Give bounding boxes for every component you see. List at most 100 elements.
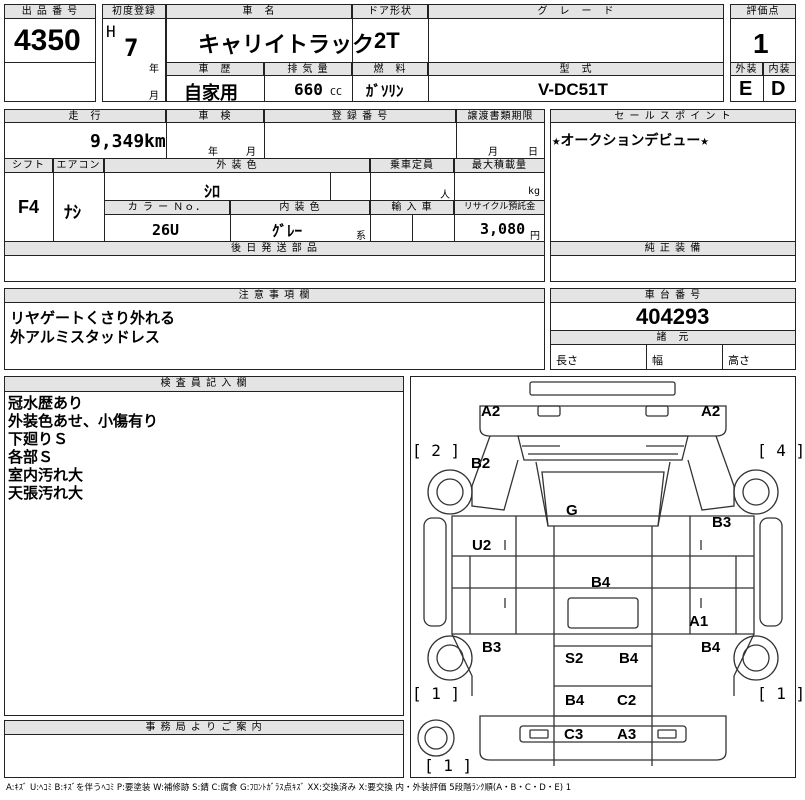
sales-point: ★オークションデビュー★ [552,133,709,149]
inspector-line-1: 冠水歴あり [8,394,84,412]
bracket-1-left: [ 1 ] [412,684,461,703]
mileage-unit: km [144,131,166,152]
chassis-number: 404293 [636,304,710,329]
model-label: 型 式 [428,62,724,76]
spec-box [4,109,545,282]
mark-c3: C3 [564,726,584,743]
mark-b4-mid: B4 [591,574,611,591]
inspector-box [4,376,404,716]
lot-number: 4350 [14,24,81,57]
caution-label: 注 意 事 項 欄 [4,288,545,303]
recycle-label: リサイクル預託金 [454,200,545,215]
interior-color-label: 内 装 色 [230,200,370,215]
bracket-1-right: [ 1 ] [757,684,805,703]
door-label: ドア形状 [352,4,428,19]
year-unit: 年 [149,64,159,75]
mark-c2: C2 [617,692,637,709]
reg-year: 7 [124,34,139,62]
inspection-month: 月 [246,147,256,158]
transfer-day: 日 [528,147,538,158]
office-label: 事 務 局 よ り ご 案 内 [4,720,404,735]
transfer-label: 譲渡書類期限 [456,109,545,123]
history-label: 車 歴 [166,62,264,76]
exterior-color: ｼﾛ [204,182,221,201]
mark-b4-center: B4 [619,650,639,667]
lot-number-label: 出 品 番 号 [4,4,96,19]
length-label: 長さ [556,354,578,367]
bracket-1-bottom: [ 1 ] [424,756,473,775]
score: 1 [753,28,769,59]
inspector-line-4: 各部Ｓ [8,448,54,466]
color-label: 外 装 色 [104,158,370,173]
spec-label: 諸 元 [550,330,796,345]
sales-point-label: セ ー ル ス ポ イ ン ト [550,109,796,123]
damage-diagram [410,376,796,778]
first-reg-label: 初度登録 [102,4,166,19]
mark-u2: U2 [472,537,492,554]
inspector-label: 検 査 員 記 入 欄 [4,376,404,392]
ac: ﾅｼ [64,203,81,223]
mark-a3: A3 [617,726,637,743]
mileage-label: 走 行 [4,109,166,123]
mark-g: G [566,502,578,519]
height-label: 高さ [728,354,750,367]
inspector-line-6: 天張汚れ大 [8,484,84,502]
mark-b4-right: B4 [701,639,721,656]
car-name-label: 車 名 [166,4,352,19]
bracket-2: [ 2 ] [412,441,461,460]
era: H [106,22,116,41]
load-unit: kg [528,186,541,197]
recycle-fee: 3,080 [480,220,526,238]
capacity-unit: 人 [440,190,450,201]
vehicle-outline [417,381,783,766]
history: 自家用 [184,83,238,104]
lot-number-box [4,4,96,102]
inspector-line-5: 室内汚れ大 [8,466,84,484]
load-label: 最大積載量 [454,158,545,173]
mark-a2-right: A2 [701,403,721,420]
interior-color-unit: 系 [356,231,366,242]
bracket-4: [ 4 ] [757,441,805,460]
import-label: 輸 入 車 [370,200,454,215]
car-name: キャリイトラック [198,33,375,58]
first-reg-box [102,4,166,102]
model: V-DC51T [538,80,608,99]
chassis-label: 車 台 番 号 [550,288,796,303]
inspection-year: 年 [208,147,218,158]
ac-label: エアコン [53,158,104,173]
exterior-label: 外装 [730,62,763,76]
later-parts-label: 後 日 発 送 部 品 [4,241,545,256]
recycle-unit: 円 [530,231,540,242]
displacement-unit: CC [330,87,343,98]
mark-b2: B2 [471,455,491,472]
exterior-grade: E [739,78,753,100]
score-label: 評価点 [730,4,796,19]
displacement: 660 [294,80,323,99]
shift-label: シフト [4,158,53,173]
mileage: 9,349 [90,131,145,152]
mark-s2: S2 [565,650,584,667]
capacity-label: 乗車定員 [370,158,454,173]
inspector-line-3: 下廻りＳ [8,430,69,448]
inspection-label: 車 検 [166,109,264,123]
displacement-label: 排 気 量 [264,62,352,76]
legend: A:ｷｽﾞ U:ﾍｺﾐ B:ｷｽﾞを伴うﾍｺﾐ P:要塗装 W:補修跡 S:錆 … [6,783,572,793]
width-label: 幅 [652,354,663,367]
inspector-line-2: 外装色あせ、小傷有り [8,412,159,430]
interior-color: ｸﾞﾚｰ [272,222,303,240]
shift: F4 [18,197,40,217]
fuel-label: 燃 料 [352,62,428,76]
fuel: ｶﾞｿﾘﾝ [366,82,404,100]
grade-label: グ レ ー ド [428,4,724,19]
plate-label: 登 録 番 号 [264,109,456,123]
transfer-month: 月 [488,147,498,158]
equipment-label: 純 正 装 備 [550,241,796,256]
interior-label: 内装 [763,62,796,76]
mark-b3-right: B3 [712,514,732,531]
color-no-label: カ ラ ー Ｎｏ． [104,200,230,215]
color-no: 26U [152,221,180,239]
caution-line-2: 外アルミスタッドレス [10,328,160,346]
mark-a1: A1 [689,613,709,630]
mark-b4-low: B4 [565,692,585,709]
caution-line-1: リヤゲートくさり外れる [10,309,176,327]
